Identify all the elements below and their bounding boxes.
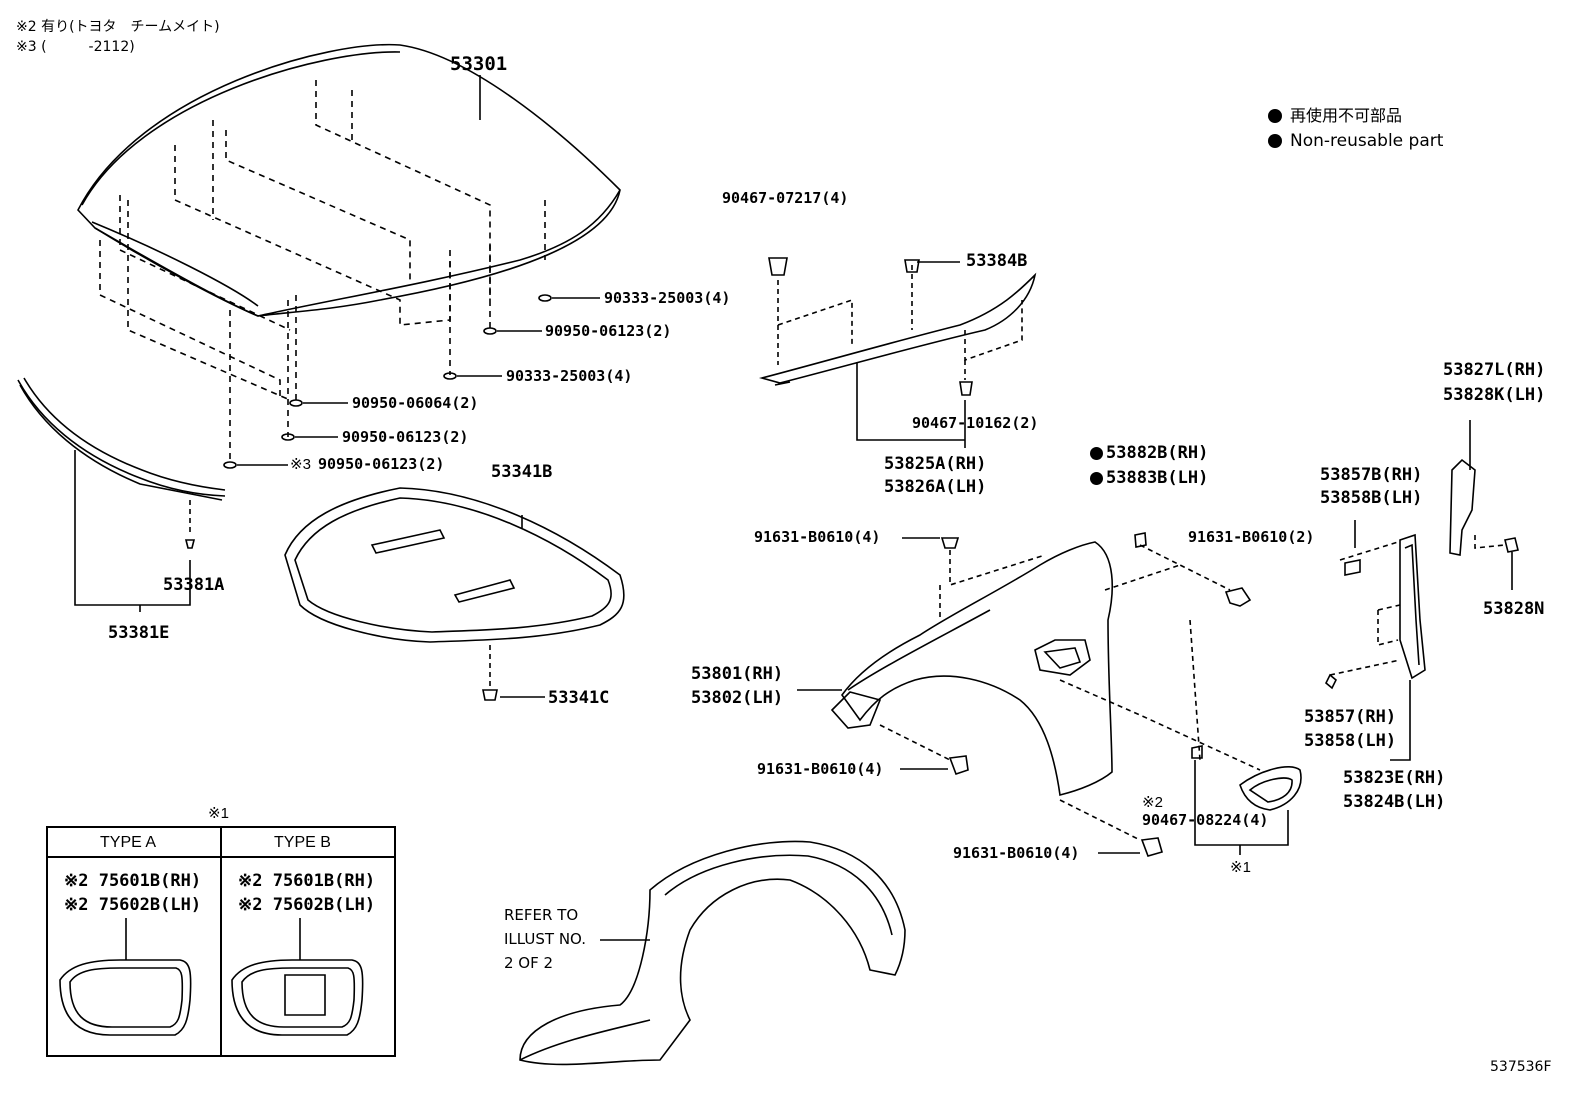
illustration-id: 537536F: [1490, 1059, 1552, 1075]
part-label-bracket-lh[interactable]: 53828K(LH): [1443, 385, 1546, 405]
refer-line-1: REFER TO: [504, 906, 579, 924]
type-a-title: TYPE A: [100, 834, 157, 851]
hood-dashes: [99, 80, 546, 464]
legend-jp: 再使用不可部品: [1268, 108, 1402, 124]
type-a-garnish: [59, 918, 192, 1036]
part-label-spacer-lh[interactable]: 53858B(LH): [1320, 488, 1423, 508]
part-label-spacer2-rh[interactable]: 53857(RH): [1304, 707, 1397, 727]
part-label-seal[interactable]: 53381E: [108, 623, 170, 643]
type-a-part-rh[interactable]: ※2 75601B(RH): [64, 871, 202, 891]
part-label-fender-rh[interactable]: 53801(RH): [691, 664, 784, 684]
type-header-mark: ※1: [208, 805, 229, 822]
part-label-seal-clip[interactable]: 53381A: [163, 575, 225, 595]
non-reusable-dot-icon: [1090, 447, 1103, 460]
part-label-spacer2-lh[interactable]: 53858(LH): [1304, 731, 1397, 751]
part-label-stopper[interactable]: 53828N: [1483, 599, 1545, 619]
part-label-clip-08224[interactable]: 90467-08224(4): [1142, 811, 1269, 829]
fender-nr-rh-text: 53882B(RH): [1106, 443, 1209, 463]
non-reusable-dot-icon: [1268, 134, 1282, 148]
type-b-part-lh[interactable]: ※2 75602B(LH): [238, 895, 376, 915]
part-label-clip-90333-a[interactable]: 90333-25003(4): [604, 289, 731, 307]
non-reusable-dot-icon: [1268, 109, 1282, 123]
part-label-seal-upper-clip[interactable]: 90467-07217(4): [722, 189, 849, 207]
fender-seal: [758, 257, 1037, 448]
hood-shape: [77, 43, 621, 317]
type-a-part-lh[interactable]: ※2 75602B(LH): [64, 895, 202, 915]
note-3: ※3 ( -2112): [16, 39, 135, 55]
legend-en: Non-reusable part: [1268, 133, 1443, 150]
insulator-shape: [284, 487, 625, 701]
fender-liner-parts: [1325, 420, 1519, 761]
part-label-cushion-90950-b[interactable]: 90950-06064(2): [352, 394, 479, 412]
part-label-cushion-90950-c[interactable]: 90950-06123(2): [342, 428, 469, 446]
legend-en-text: Non-reusable part: [1290, 131, 1444, 151]
part-label-spacer-rh[interactable]: 53857B(RH): [1320, 465, 1423, 485]
part-label-bolt-right[interactable]: 91631-B0610(2): [1188, 528, 1315, 546]
fender-shape: [797, 532, 1302, 857]
part-label-fender-nr-lh[interactable]: 53883B(LH): [1090, 470, 1208, 487]
part-label-fender-lh[interactable]: 53802(LH): [691, 688, 784, 708]
part-label-bolt-lower[interactable]: 91631-B0610(4): [757, 760, 884, 778]
part-label-bracket-rh[interactable]: 53827L(RH): [1443, 360, 1546, 380]
type-b-title: TYPE B: [274, 834, 331, 851]
part-label-seal-rh[interactable]: 53825A(RH): [884, 454, 987, 474]
type-b-garnish: [231, 918, 364, 1036]
hood-leaders: [237, 75, 600, 466]
part-label-bolt-top[interactable]: 91631-B0610(4): [754, 528, 881, 546]
part-label-clip-90333-b[interactable]: 90333-25003(4): [506, 367, 633, 385]
part-label-liner-lh[interactable]: 53824B(LH): [1343, 792, 1446, 812]
part-label-insulator[interactable]: 53341B: [491, 462, 553, 482]
part-mark-clip: ※2: [1142, 794, 1163, 811]
note-2: ※2 有り(トヨタ チームメイト): [16, 19, 220, 35]
seal-strip: [17, 377, 226, 612]
refer-line-2: ILLUST NO.: [504, 930, 587, 948]
part-label-seal-upper-pin[interactable]: 53384B: [966, 251, 1028, 271]
part-mark-cushion-90950-d: ※3: [290, 456, 311, 473]
part-label-seal-upper-clip-b[interactable]: 90467-10162(2): [912, 414, 1039, 432]
wheel-liner: [519, 840, 906, 1066]
legend-jp-text: 再使用不可部品: [1290, 106, 1403, 125]
part-label-fender-nr-rh[interactable]: 53882B(RH): [1090, 445, 1208, 462]
refer-line-3: 2 OF 2: [504, 954, 554, 972]
part-label-cushion-90950-a[interactable]: 90950-06123(2): [545, 322, 672, 340]
part-label-cushion-90950-d[interactable]: 90950-06123(2): [318, 455, 445, 473]
part-label-hood[interactable]: 53301: [450, 53, 508, 75]
type-box-frame: [46, 826, 396, 1057]
part-label-bolt-bottom[interactable]: 91631-B0610(4): [953, 844, 1080, 862]
part-label-insulator-clip[interactable]: 53341C: [548, 688, 610, 708]
part-label-liner-rh[interactable]: 53823E(RH): [1343, 768, 1446, 788]
part-label-seal-lh[interactable]: 53826A(LH): [884, 477, 987, 497]
fender-nr-lh-text: 53883B(LH): [1106, 468, 1209, 488]
non-reusable-dot-icon: [1090, 472, 1103, 485]
type-b-part-rh[interactable]: ※2 75601B(RH): [238, 871, 376, 891]
part-mark-type: ※1: [1230, 859, 1251, 876]
hood-small-parts: [223, 294, 552, 469]
